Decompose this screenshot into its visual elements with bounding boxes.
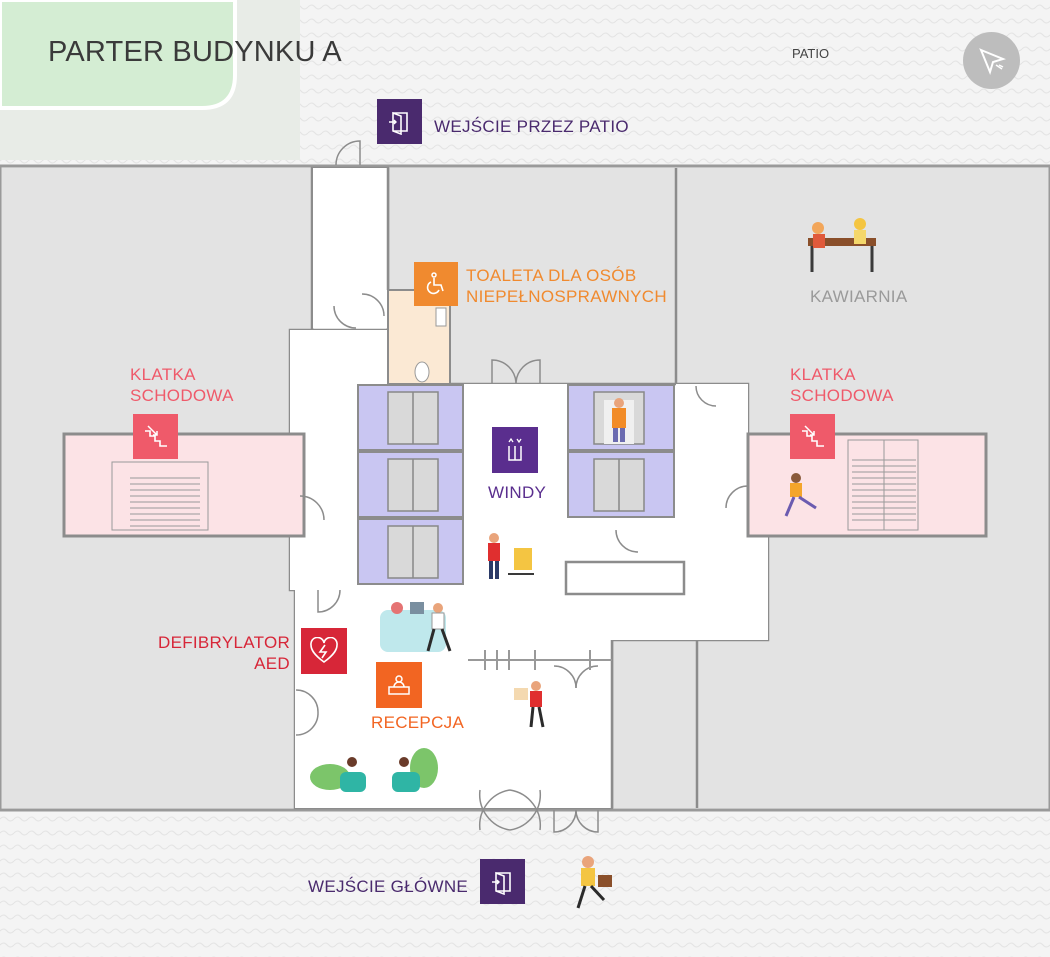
patio-entrance-label: WEJŚCIE PRZEZ PATIO <box>434 117 629 136</box>
accessible-toilet-label-line2: NIEPEŁNOSPRAWNYCH <box>466 287 667 306</box>
cursor-arrow-icon <box>978 47 1006 75</box>
defibrillator-icon-box[interactable] <box>301 628 347 674</box>
stairs-down-icon <box>801 424 824 447</box>
stairs-down-icon <box>144 424 167 447</box>
cafe-illustration <box>808 218 876 272</box>
main-entrance-icon-box[interactable] <box>480 859 525 904</box>
garden-area <box>0 0 237 110</box>
cafe-label: KAWIARNIA <box>810 287 908 306</box>
stairwell-right-label-line2: SCHODOWA <box>790 386 894 405</box>
reception-desk-icon <box>388 675 410 695</box>
wheelchair-icon <box>426 272 444 295</box>
stairwell-right-label: KLATKA SCHODOWA <box>790 364 894 406</box>
door-enter-icon <box>388 111 408 135</box>
stairwell-right-icon-box[interactable] <box>790 414 835 459</box>
people-illustrations <box>310 398 817 909</box>
stairwell-right-room <box>746 432 988 538</box>
door-enter-icon <box>491 871 511 895</box>
elevators-icon-box[interactable] <box>492 427 538 473</box>
elevators-label: WINDY <box>488 483 547 502</box>
navigation-button[interactable] <box>963 32 1020 89</box>
defibrillator-label-line1: DEFIBRYLATOR <box>158 633 291 652</box>
stairwell-left-label-line1: KLATKA <box>130 365 196 384</box>
stairwell-left-label: KLATKA SCHODOWA <box>130 364 234 406</box>
accessible-toilet-label-line1: TOALETA DLA OSÓB <box>466 266 637 285</box>
accessible-toilet-icon-box[interactable] <box>414 262 458 306</box>
reception-label: RECEPCJA <box>371 713 465 732</box>
page-title: PARTER BUDYNKU A <box>48 36 342 68</box>
defibrillator-label: DEFIBRYLATOR AED <box>158 632 290 674</box>
defibrillator-label-line2: AED <box>254 654 290 673</box>
accessible-toilet-label: TOALETA DLA OSÓB NIEPEŁNOSPRAWNYCH <box>466 265 667 307</box>
stairwell-left-icon-box[interactable] <box>133 414 178 459</box>
patio-label: PATIO <box>792 46 830 61</box>
heart-defibrillator-icon <box>310 637 338 663</box>
reception-icon-box[interactable] <box>376 662 422 708</box>
stairwell-left-room <box>62 432 306 538</box>
patio-entrance-icon-box[interactable] <box>377 99 422 144</box>
stairwell-right-label-line1: KLATKA <box>790 365 856 384</box>
elevator-icon <box>508 437 522 461</box>
main-entrance-label: WEJŚCIE GŁÓWNE <box>308 877 469 896</box>
stairwell-left-label-line2: SCHODOWA <box>130 386 234 405</box>
